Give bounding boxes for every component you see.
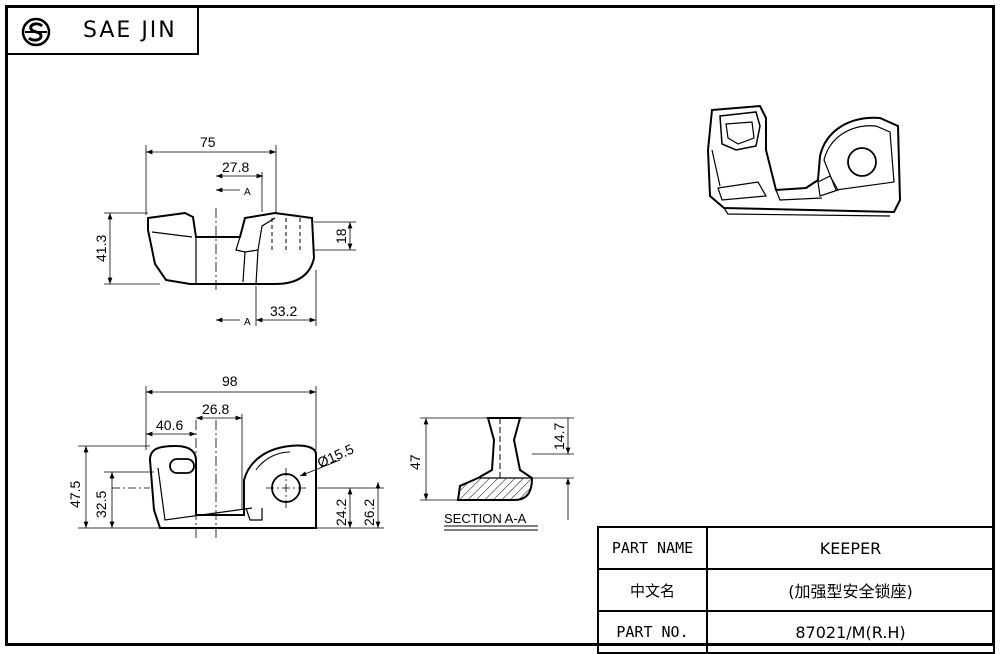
- top-view: [104, 145, 356, 326]
- title-value: 87021/M(R.H): [706, 610, 995, 654]
- top-slot-dim: 18: [333, 228, 349, 244]
- hole-diameter-dim: Ø15.5: [315, 441, 357, 471]
- title-value: (加强型安全锁座): [706, 568, 995, 612]
- top-height-dim: 41.3: [93, 235, 109, 262]
- title-key: PART NO.: [597, 610, 708, 654]
- brand-name: SAE JIN: [83, 18, 177, 43]
- title-row-chinese-name: 中文名 (加强型安全锁座): [597, 568, 995, 612]
- section-top-height-dim: 14.7: [551, 423, 567, 450]
- front-height-dim: 47.5: [67, 481, 83, 508]
- title-key: 中文名: [597, 568, 708, 612]
- section-mark-bottom: A: [244, 317, 251, 328]
- title-value: KEEPER: [706, 526, 995, 570]
- title-key: PART NAME: [597, 526, 708, 570]
- section-height-dim: 47: [407, 454, 423, 470]
- top-offset-dim: 27.8: [222, 159, 249, 175]
- front-view: [78, 386, 384, 540]
- hole-height-dim: 24.2: [333, 499, 349, 526]
- section-mark-top: A: [244, 187, 251, 198]
- title-row-part-no: PART NO. 87021/M(R.H): [597, 610, 995, 654]
- brand-box: SAE JIN: [5, 5, 199, 55]
- front-mid-height-dim: 32.5: [93, 491, 109, 518]
- section-label: SECTION A-A: [444, 511, 527, 526]
- sj-circle-logo-icon: [21, 17, 51, 47]
- top-length-dim: 33.2: [270, 303, 297, 319]
- isometric-view: [706, 104, 902, 217]
- front-offset-dim: 26.8: [202, 401, 229, 417]
- section-view: [420, 417, 574, 531]
- front-inner-width-dim: 40.6: [156, 417, 183, 433]
- drawing-frame: [5, 5, 995, 646]
- base-height-dim: 26.2: [361, 499, 377, 526]
- title-block: PART NAME KEEPER 中文名 (加强型安全锁座) PART NO. …: [597, 526, 995, 654]
- front-width-dim: 98: [222, 373, 238, 389]
- title-row-part-name: PART NAME KEEPER: [597, 526, 995, 570]
- top-width-dim: 75: [200, 134, 216, 150]
